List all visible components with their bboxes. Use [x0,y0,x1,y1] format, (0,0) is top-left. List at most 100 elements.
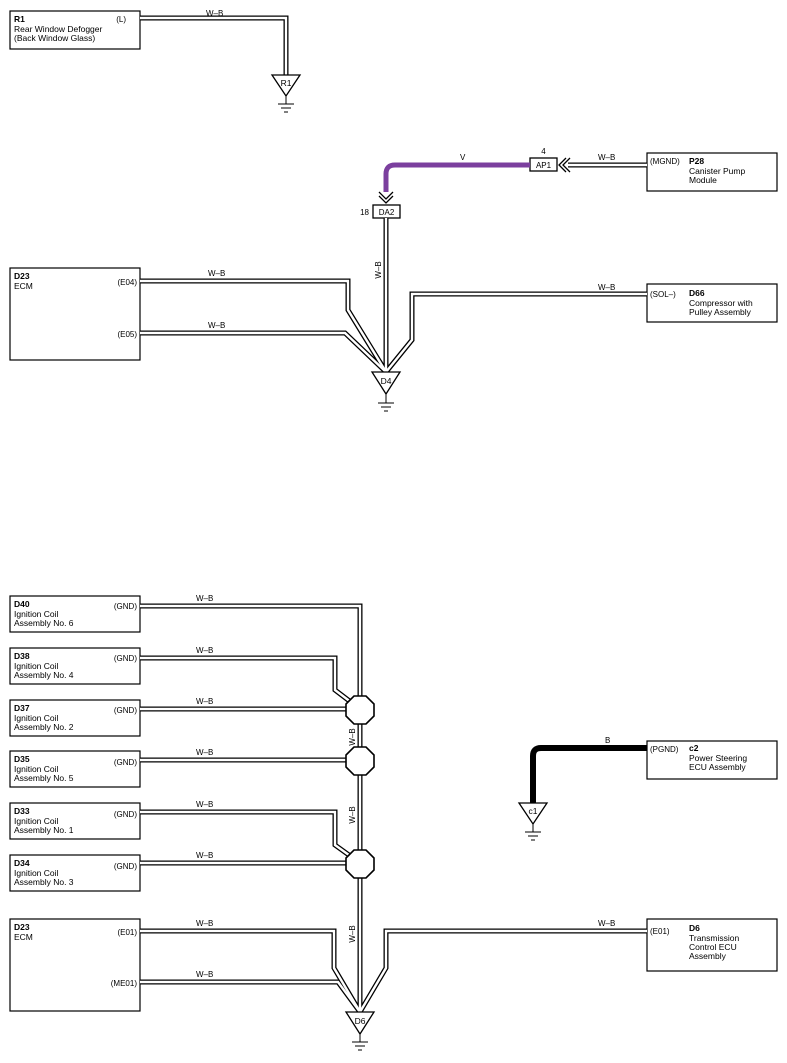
wire-label-d33: W–B [196,800,213,809]
d35-pin: (GND) [114,758,137,767]
d23a-line1: ECM [14,281,33,291]
d40-line1: Ignition Coil [14,609,59,619]
d35-line1: Ignition Coil [14,764,59,774]
wire-label-d34: W–B [196,851,213,860]
component-r1: R1 Rear Window Defogger (Back Window Gla… [9,10,141,50]
ground-d6: D6 [344,1011,376,1051]
d66-pin: (SOL–) [650,290,676,299]
da2-name: DA2 [379,208,395,217]
ground-d4-label: D4 [381,376,392,386]
junction-1 [345,695,375,725]
d23b-line1: ECM [14,932,33,942]
wire-black [530,745,647,803]
ground-d6-label: D6 [355,1016,366,1026]
component-d23b: D23 ECM (E01) (ME01) [9,918,141,1012]
wire-label-e01: W–B [196,919,213,928]
wire-label-e05: W–B [208,321,225,330]
p28-pin: (MGND) [650,157,680,166]
wire-label-vert-2: W–B [348,806,357,823]
d35-line2: Assembly No. 5 [14,773,74,783]
wires-d6-group [140,603,647,1014]
d40-line2: Assembly No. 6 [14,618,74,628]
junction-3 [345,849,375,879]
wire-label-d38: W–B [196,646,213,655]
d38-line2: Assembly No. 4 [14,670,74,680]
d23a-code: D23 [14,271,30,281]
d38-line1: Ignition Coil [14,661,59,671]
d40-pin: (GND) [114,602,137,611]
component-d38: D38 Ignition Coil Assembly No. 4 (GND) [9,647,141,685]
d37-line2: Assembly No. 2 [14,722,74,732]
ground-r1: R1 [270,74,302,113]
d23a-pin2: (E05) [117,330,137,339]
wire-label-d66: W–B [598,283,615,292]
wire-label-d40: W–B [196,594,213,603]
d34-line2: Assembly No. 3 [14,877,74,887]
component-d40: D40 Ignition Coil Assembly No. 6 (GND) [9,595,141,633]
ap1-pin: 4 [541,147,546,156]
wires-d4-group [140,218,647,374]
d23b-pin2: (ME01) [111,979,138,988]
ground-d4: D4 [370,371,402,412]
wire-label-vert-1: W–B [348,728,357,745]
d35-code: D35 [14,754,30,764]
d34-line1: Ignition Coil [14,868,59,878]
component-d35: D35 Ignition Coil Assembly No. 5 (GND) [9,750,141,788]
d38-code: D38 [14,651,30,661]
d6-line1: Transmission [689,933,739,943]
component-d33: D33 Ignition Coil Assembly No. 1 (GND) [9,802,141,840]
p28-line1: Canister Pump [689,166,745,176]
d6-code: D6 [689,923,700,933]
c2-code: c2 [689,743,699,753]
c2-line1: Power Steering [689,753,747,763]
d33-code: D33 [14,806,30,816]
wire-label-d37: W–B [196,697,213,706]
p28-code: P28 [689,156,704,166]
wire-r1-ground [140,15,289,75]
wire-label-d35: W–B [196,748,213,757]
r1-line2: (Back Window Glass) [14,33,95,43]
c2-pin: (PGND) [650,745,679,754]
component-p28: (MGND) P28 Canister Pump Module [646,152,778,192]
d40-code: D40 [14,599,30,609]
wire-label-d6: W–B [598,919,615,928]
component-c2: (PGND) c2 Power Steering ECU Assembly [646,740,778,780]
wire-label-p28: W–B [598,153,615,162]
wire-label-violet: V [460,153,466,162]
ground-r1-label: R1 [281,78,292,88]
connector-da2: DA2 18 [360,204,401,219]
wire-label-r1: W–B [206,9,223,18]
wire-label-black: B [605,736,610,745]
component-d6: (E01) D6 Transmission Control ECU Assemb… [646,918,778,972]
connector-ap1: AP1 4 [529,147,558,172]
component-d23a: D23 ECM (E04) (E05) [9,267,141,361]
d33-line1: Ignition Coil [14,816,59,826]
c2-line2: ECU Assembly [689,762,746,772]
ap1-name: AP1 [536,161,552,170]
component-d34: D34 Ignition Coil Assembly No. 3 (GND) [9,854,141,892]
wire-label-e04: W–B [208,269,225,278]
d66-code: D66 [689,288,705,298]
d34-pin: (GND) [114,862,137,871]
d66-line2: Pulley Assembly [689,307,752,317]
d6-pin: (E01) [650,927,670,936]
p28-line2: Module [689,175,717,185]
d37-code: D37 [14,703,30,713]
r1-code: R1 [14,14,25,24]
d23b-code: D23 [14,922,30,932]
wire-label-vert-3: W–B [348,925,357,942]
d34-code: D34 [14,858,30,868]
da2-pin: 18 [360,208,369,217]
connector-da2-arrow [378,191,394,204]
d37-line1: Ignition Coil [14,713,59,723]
r1-pin: (L) [116,15,126,24]
r1-line1: Rear Window Defogger [14,24,103,34]
ground-c1: c1 [517,802,549,841]
connector-ap1-arrow [558,157,571,173]
d23a-pin1: (E04) [117,278,137,287]
wire-label-da2: W–B [374,261,383,278]
d37-pin: (GND) [114,706,137,715]
d38-pin: (GND) [114,654,137,663]
wire-violet [383,162,530,192]
